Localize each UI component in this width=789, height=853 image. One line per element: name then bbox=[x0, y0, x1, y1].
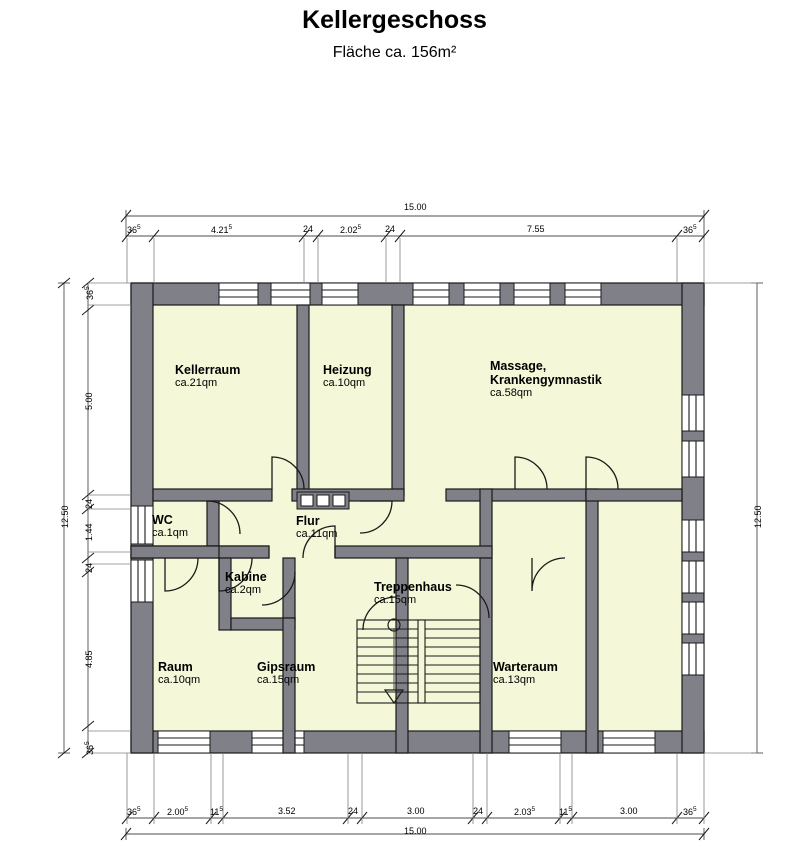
room-label-warteraum: Warteraum ca.13qm bbox=[493, 660, 558, 687]
dim-bottom-2: 2.005 bbox=[167, 806, 189, 817]
room-name-gipsraum: Gipsraum bbox=[257, 660, 316, 674]
room-label-gipsraum: Gipsraum ca.15qm bbox=[257, 660, 315, 687]
room-area-kabine: ca.2qm bbox=[225, 584, 262, 596]
room-area-treppenhaus: ca.15qm bbox=[374, 594, 417, 606]
dim-bottom-7: 24 bbox=[473, 806, 484, 816]
dim-left-4: 1.44 bbox=[84, 523, 94, 541]
stair-direction-arrow-icon bbox=[383, 689, 405, 705]
staircase bbox=[356, 618, 481, 705]
dim-bottom-5: 24 bbox=[348, 806, 359, 816]
dim-bottom-4: 3.52 bbox=[278, 806, 296, 816]
right-wall-windows bbox=[681, 394, 705, 676]
room-area-kellerraum: ca.21qm bbox=[175, 377, 218, 389]
room-area-raum: ca.10qm bbox=[158, 674, 201, 686]
page-title: Kellergeschoss bbox=[302, 6, 487, 34]
room-name-flur: Flur bbox=[296, 514, 320, 528]
dim-bottom-9: 115 bbox=[559, 806, 572, 817]
room-name-massage-line1: Massage, bbox=[490, 359, 547, 373]
door-swings bbox=[164, 456, 619, 631]
room-name-massage-line2: Krankengymnastik bbox=[490, 373, 602, 387]
dim-left-overall: 12.50 bbox=[60, 505, 70, 528]
dim-bottom-3: 115 bbox=[210, 806, 223, 817]
room-label-massage: Massage, Krankengymnastik ca.58qm bbox=[490, 359, 602, 400]
dim-bottom-1: 365 bbox=[127, 806, 141, 817]
dim-bottom-10: 3.00 bbox=[620, 806, 638, 816]
room-label-flur: Flur ca.11qm bbox=[296, 514, 337, 541]
room-name-kellerraum: Kellerraum bbox=[175, 363, 241, 377]
dim-left-6: 4.85 bbox=[84, 650, 94, 668]
page-subtitle: Fläche ca. 156m² bbox=[332, 44, 457, 61]
dim-left-1: 365 bbox=[84, 286, 95, 300]
room-name-kabine: Kabine bbox=[225, 570, 267, 584]
dim-bottom-11: 365 bbox=[683, 806, 697, 817]
room-name-heizung: Heizung bbox=[323, 363, 372, 377]
room-label-treppenhaus: Treppenhaus ca.15qm bbox=[374, 580, 452, 607]
stair-pivot-circle bbox=[387, 618, 401, 632]
room-label-kellerraum: Kellerraum ca.21qm bbox=[175, 363, 240, 390]
dim-left-5: 24 bbox=[84, 562, 94, 573]
dim-bottom-6: 3.00 bbox=[407, 806, 425, 816]
dim-top-6: 7.55 bbox=[527, 224, 545, 234]
interior-walls bbox=[130, 304, 683, 754]
dim-top-1: 365 bbox=[127, 224, 141, 235]
dim-left-7: 365 bbox=[84, 741, 95, 755]
room-name-wc: WC bbox=[152, 513, 173, 527]
room-area-gipsraum: ca.15qm bbox=[257, 674, 300, 686]
electrical-panel-icon bbox=[296, 491, 350, 510]
room-area-wc: ca.1qm bbox=[152, 527, 189, 539]
dim-left-2: 5.00 bbox=[84, 392, 94, 410]
room-area-massage: ca.58qm bbox=[490, 387, 533, 399]
dim-top-7: 365 bbox=[683, 224, 697, 235]
room-label-heizung: Heizung ca.10qm bbox=[323, 363, 372, 390]
room-label-raum: Raum ca.10qm bbox=[158, 660, 200, 687]
dim-top-overall: 15.00 bbox=[404, 202, 427, 212]
dim-top-2: 4.215 bbox=[211, 224, 233, 235]
room-name-treppenhaus: Treppenhaus bbox=[374, 580, 452, 594]
room-name-warteraum: Warteraum bbox=[493, 660, 558, 674]
room-area-warteraum: ca.13qm bbox=[493, 674, 536, 686]
dim-bottom-8: 2.035 bbox=[514, 806, 536, 817]
dim-top-5: 24 bbox=[385, 224, 396, 234]
top-wall-windows bbox=[218, 282, 602, 306]
left-wall-windows bbox=[130, 505, 154, 603]
room-label-wc: WC ca.1qm bbox=[152, 513, 188, 540]
dim-left-3: 24 bbox=[84, 498, 94, 509]
room-label-kabine: Kabine ca.2qm bbox=[225, 570, 267, 597]
dimension-lines bbox=[57, 209, 763, 841]
room-area-flur: ca.11qm bbox=[296, 528, 338, 540]
room-name-raum: Raum bbox=[158, 660, 193, 674]
room-area-heizung: ca.10qm bbox=[323, 377, 366, 389]
dim-top-4: 2.025 bbox=[340, 224, 362, 235]
dim-top-3: 24 bbox=[303, 224, 314, 234]
dim-bottom-overall: 15.00 bbox=[404, 826, 427, 836]
dim-right-overall: 12.50 bbox=[753, 505, 763, 528]
